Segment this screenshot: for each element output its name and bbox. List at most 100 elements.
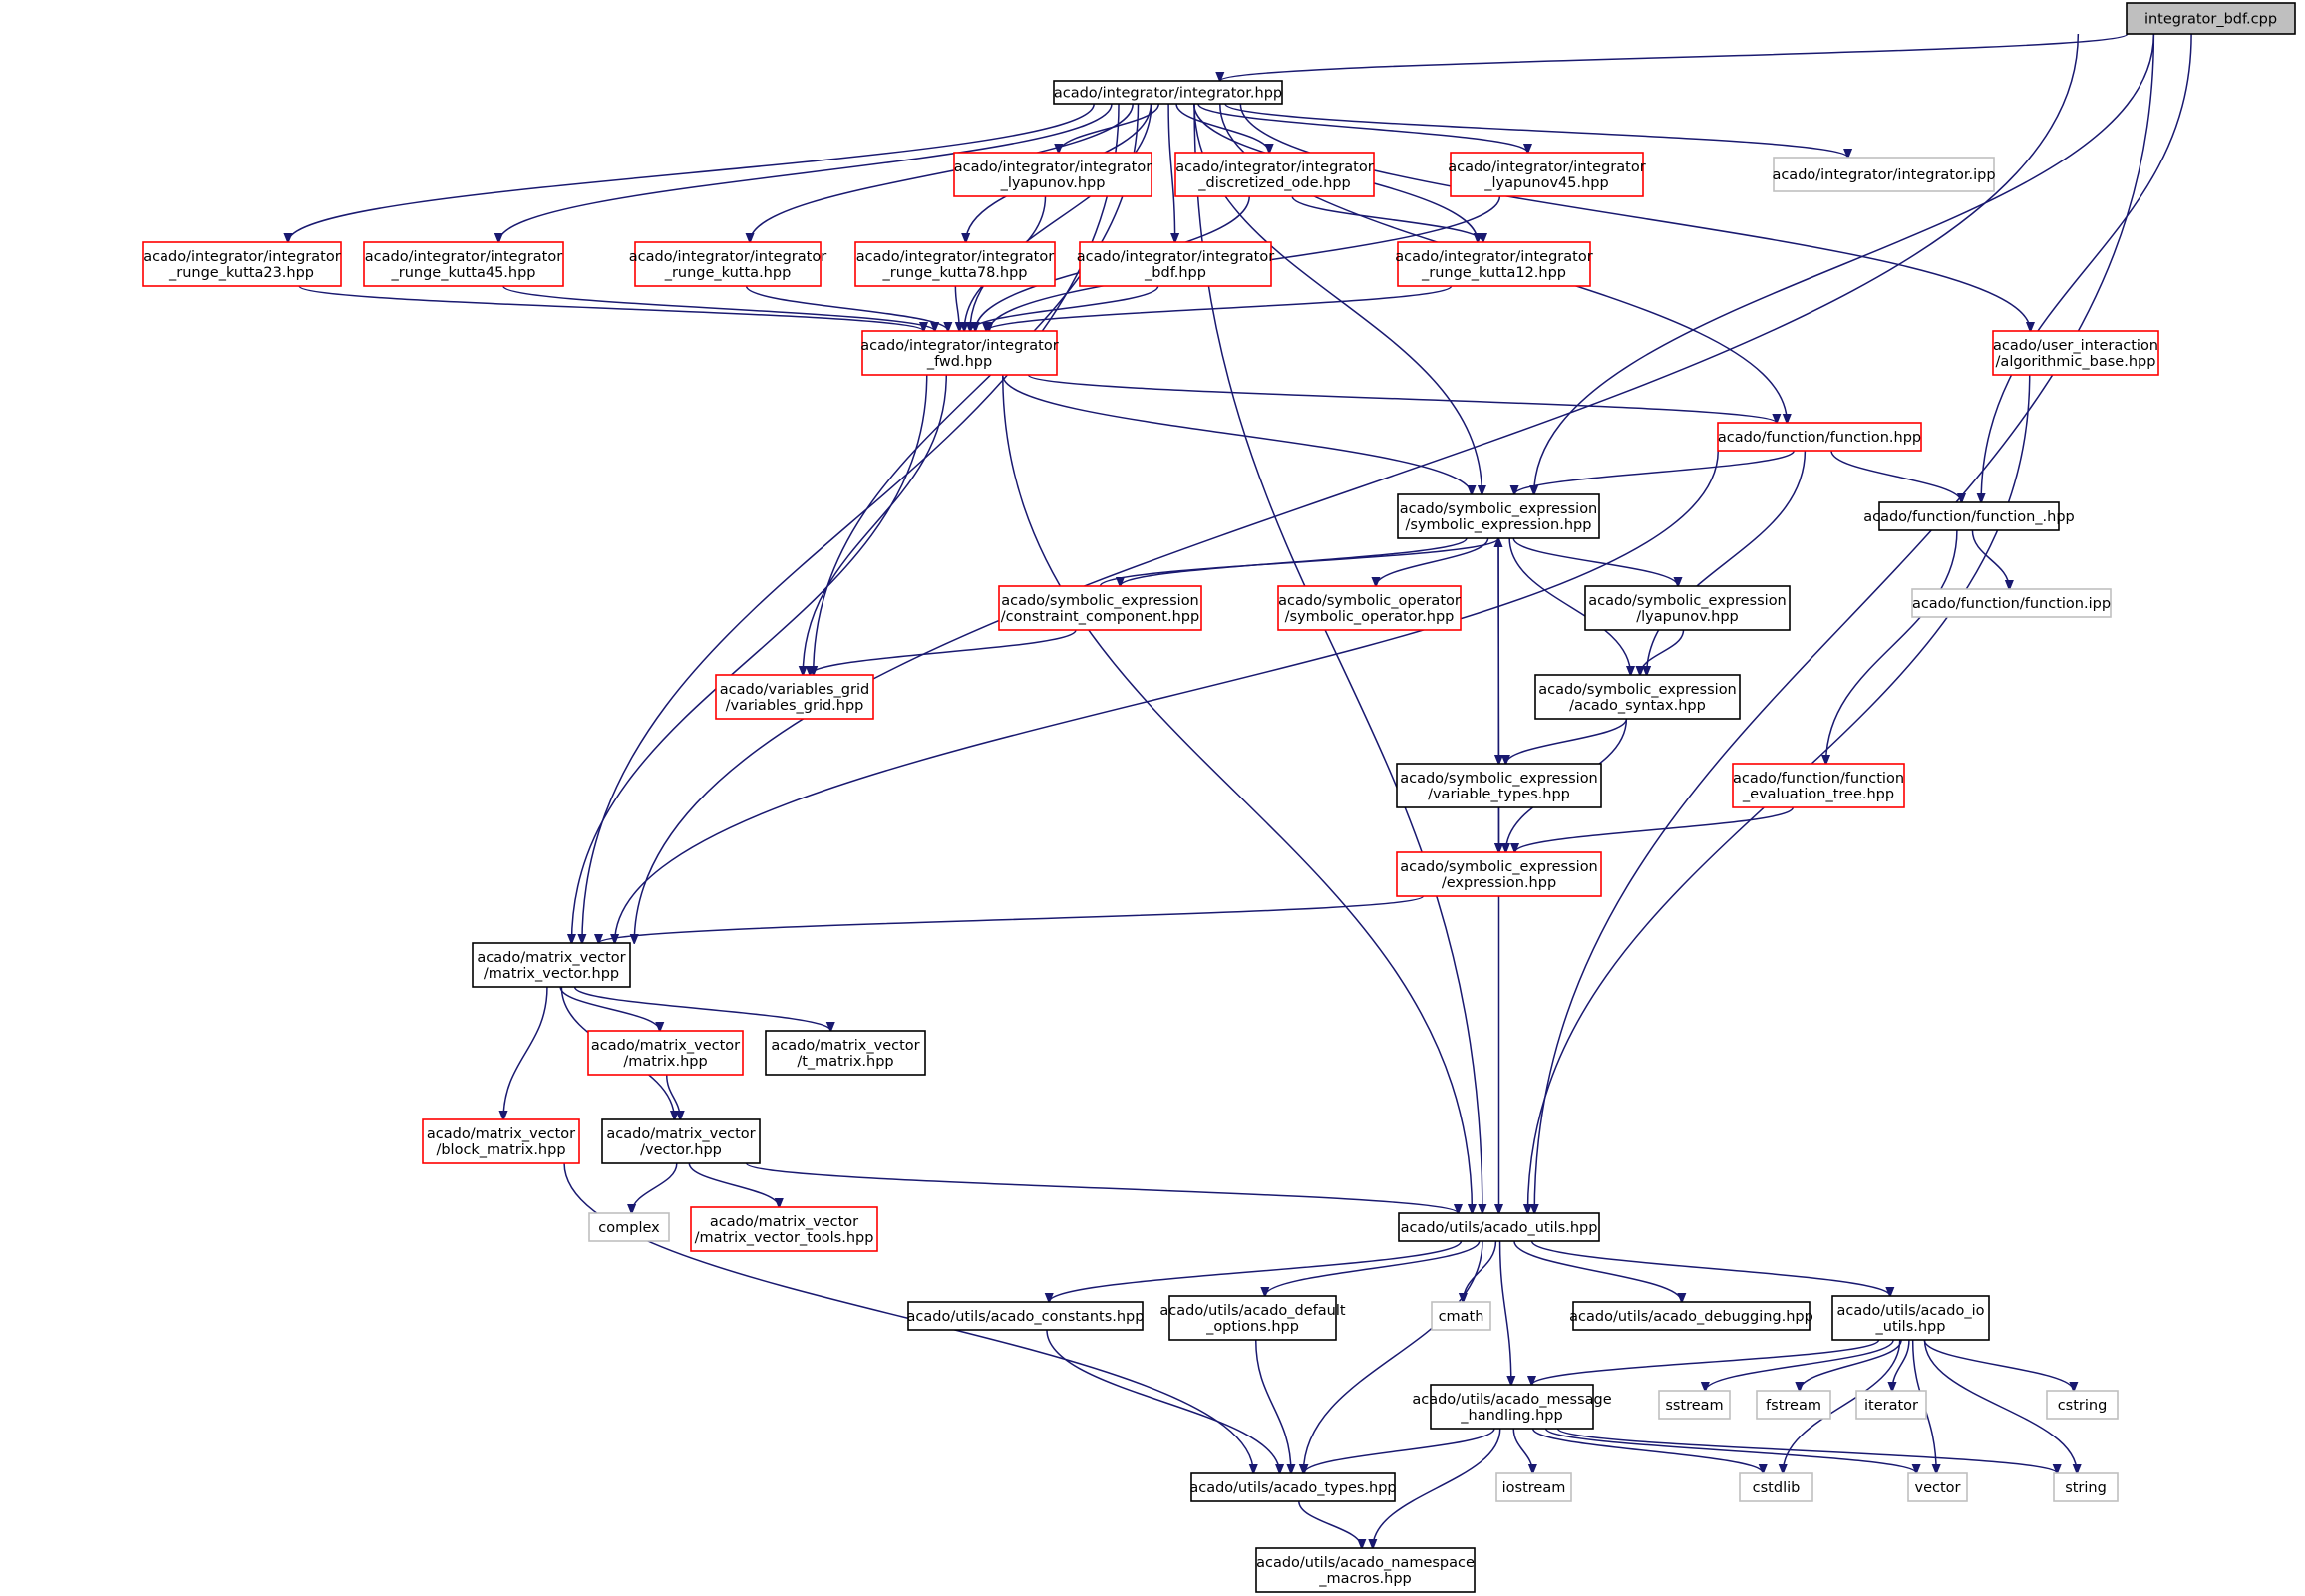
node-rk12[interactable]: acado/integrator/integrator_runge_kutta1…	[1395, 241, 1593, 287]
node-box-vectorstd	[1907, 1472, 1968, 1502]
edge-io-to-sstream	[1705, 1339, 1894, 1391]
node-label-symop-1: /symbolic_operator.hpp	[1285, 609, 1455, 625]
node-box-ipp	[1773, 157, 1995, 192]
edge-mv-to-block	[503, 986, 548, 1119]
node-expr[interactable]: acado/symbolic_expression/expression.hpp	[1396, 851, 1602, 897]
node-vt[interactable]: acado/symbolic_expression/variable_types…	[1396, 763, 1602, 808]
node-rk[interactable]: acado/integrator/integrator_runge_kutta.…	[629, 241, 826, 287]
edge-defopt-to-types	[1254, 1339, 1291, 1473]
node-iostream[interactable]: iostream	[1495, 1472, 1572, 1502]
node-ns[interactable]: acado/utils/acado_namespace_macros.hpp	[1255, 1547, 1476, 1593]
node-fet[interactable]: acado/function/function_evaluation_tree.…	[1732, 763, 1905, 808]
node-vector[interactable]: acado/matrix_vector/vector.hpp	[601, 1118, 761, 1164]
node-cstring[interactable]: cstring	[2046, 1390, 2119, 1420]
node-fwd[interactable]: acado/integrator/integrator_fwd.hpp	[860, 330, 1059, 376]
node-syntax[interactable]: acado/symbolic_expression/acado_syntax.h…	[1534, 674, 1741, 720]
node-box-block	[422, 1118, 580, 1164]
node-ipp[interactable]: acado/integrator/integrator.ipp	[1772, 157, 1996, 192]
node-rk45[interactable]: acado/integrator/integrator_runge_kutta4…	[363, 241, 564, 287]
edge-utils-to-defopt	[1265, 1240, 1481, 1296]
edge-matrix-to-vector	[665, 1074, 680, 1119]
edge-func_-to-fet	[1826, 529, 1958, 764]
node-label-fet-0: acado/function/function	[1733, 771, 1904, 787]
node-mvtools[interactable]: acado/matrix_vector/matrix_vector_tools.…	[690, 1206, 878, 1252]
node-label-lyap45-0: acado/integrator/integrator	[1448, 160, 1645, 175]
node-symop[interactable]: acado/symbolic_operator/symbolic_operato…	[1277, 585, 1462, 631]
node-lyap[interactable]: acado/integrator/integrator_lyapunov.hpp	[953, 152, 1152, 197]
node-box-funcipp	[1911, 588, 2112, 618]
edge-io-to-cstdlib	[1783, 1339, 1901, 1473]
node-ui[interactable]: acado/user_interaction/algorithmic_base.…	[1992, 330, 2159, 376]
node-cmath[interactable]: cmath	[1431, 1301, 1491, 1331]
edge-msg-to-string	[1556, 1428, 2058, 1473]
node-box-fwd	[861, 330, 1058, 376]
node-label-rk23-0: acado/integrator/integrator	[143, 249, 340, 265]
node-label-bdf-0: acado/integrator/integrator	[1077, 249, 1274, 265]
edge-utils-to-types	[1303, 1240, 1483, 1473]
node-symexp[interactable]: acado/symbolic_expression/symbolic_expre…	[1397, 493, 1600, 539]
node-vg[interactable]: acado/variables_grid/variables_grid.hpp	[715, 674, 874, 720]
edge-bdf-to-fwd	[970, 285, 1159, 331]
node-consts[interactable]: acado/utils/acado_constants.hpp	[907, 1301, 1145, 1331]
node-root[interactable]: integrator_bdf.cpp	[2126, 2, 2296, 35]
edge-integ-to-utils	[1193, 103, 1482, 1213]
node-funcipp[interactable]: acado/function/function.ipp	[1911, 588, 2112, 618]
node-label-mvtools-0: acado/matrix_vector	[710, 1214, 858, 1230]
node-integ[interactable]: acado/integrator/integrator.hpp	[1053, 80, 1283, 105]
node-io[interactable]: acado/utils/acado_io_utils.hpp	[1831, 1295, 1990, 1341]
node-func_[interactable]: acado/function/function_.hpp	[1863, 501, 2075, 531]
edge-disc-to-rk12	[1291, 195, 1482, 242]
node-rk78[interactable]: acado/integrator/integrator_runge_kutta7…	[854, 241, 1056, 287]
node-box-io	[1831, 1295, 1990, 1341]
node-fstream[interactable]: fstream	[1756, 1390, 1831, 1420]
node-box-iterator	[1855, 1390, 1927, 1420]
node-msg[interactable]: acado/utils/acado_message_handling.hpp	[1412, 1384, 1612, 1430]
node-label-rk-0: acado/integrator/integrator	[629, 249, 826, 265]
node-tmatrix[interactable]: acado/matrix_vector/t_matrix.hpp	[765, 1030, 926, 1076]
node-box-fstream	[1756, 1390, 1831, 1420]
node-box-symop	[1277, 585, 1462, 631]
node-label-syntax-1: /acado_syntax.hpp	[1569, 698, 1706, 714]
node-label-func-0: acado/function/function.hpp	[1718, 430, 1921, 446]
node-matrix[interactable]: acado/matrix_vector/matrix.hpp	[587, 1030, 744, 1076]
edge-vector-to-mvtools	[688, 1162, 779, 1207]
node-complex[interactable]: complex	[588, 1212, 670, 1242]
node-label-string-0: string	[2065, 1480, 2107, 1496]
edge-mv-to-tmatrix	[573, 986, 831, 1031]
node-box-string	[2053, 1472, 2119, 1502]
node-label-func_-0: acado/function/function_.hpp	[1863, 509, 2075, 525]
node-label-lyapunov-0: acado/symbolic_expression	[1588, 593, 1787, 609]
node-box-complex	[588, 1212, 670, 1242]
node-rk23[interactable]: acado/integrator/integrator_runge_kutta2…	[142, 241, 342, 287]
node-sstream[interactable]: sstream	[1658, 1390, 1731, 1420]
node-lyapunov[interactable]: acado/symbolic_expression/lyapunov.hpp	[1584, 585, 1791, 631]
node-block[interactable]: acado/matrix_vector/block_matrix.hpp	[422, 1118, 580, 1164]
node-string[interactable]: string	[2053, 1472, 2119, 1502]
node-cc[interactable]: acado/symbolic_expression/constraint_com…	[998, 585, 1202, 631]
node-utils[interactable]: acado/utils/acado_utils.hpp	[1398, 1212, 1600, 1242]
edge-types-to-ns	[1298, 1500, 1362, 1548]
node-lyap45[interactable]: acado/integrator/integrator_lyapunov45.h…	[1448, 152, 1646, 197]
node-bdf[interactable]: acado/integrator/integrator_bdf.hpp	[1077, 241, 1274, 287]
node-disc[interactable]: acado/integrator/integrator_discretized_…	[1174, 152, 1375, 197]
node-label-syntax-0: acado/symbolic_expression	[1538, 682, 1737, 698]
node-vectorstd[interactable]: vector	[1907, 1472, 1968, 1502]
node-func[interactable]: acado/function/function.hpp	[1717, 422, 1922, 452]
node-cstdlib[interactable]: cstdlib	[1739, 1472, 1813, 1502]
edge-fwd-to-mv	[571, 374, 928, 943]
node-types[interactable]: acado/utils/acado_types.hpp	[1189, 1472, 1397, 1502]
node-box-defopt	[1168, 1295, 1337, 1341]
edge-fwd-to-func	[1027, 374, 1777, 423]
node-label-cc-1: /constraint_component.hpp	[1001, 609, 1199, 625]
node-label-rk23-1: _runge_kutta23.hpp	[168, 265, 314, 281]
node-debug[interactable]: acado/utils/acado_debugging.hpp	[1569, 1301, 1813, 1331]
node-box-func_	[1878, 501, 2060, 531]
node-box-rk	[634, 241, 822, 287]
node-defopt[interactable]: acado/utils/acado_default_options.hpp	[1159, 1295, 1346, 1341]
edge-utils-to-io	[1530, 1240, 1890, 1296]
node-label-cmath-0: cmath	[1439, 1309, 1484, 1325]
node-iterator[interactable]: iterator	[1855, 1390, 1927, 1420]
node-mv[interactable]: acado/matrix_vector/matrix_vector.hpp	[472, 942, 631, 988]
edge-func-to-func_	[1830, 450, 1962, 502]
node-label-defopt-1: _options.hpp	[1205, 1319, 1299, 1335]
